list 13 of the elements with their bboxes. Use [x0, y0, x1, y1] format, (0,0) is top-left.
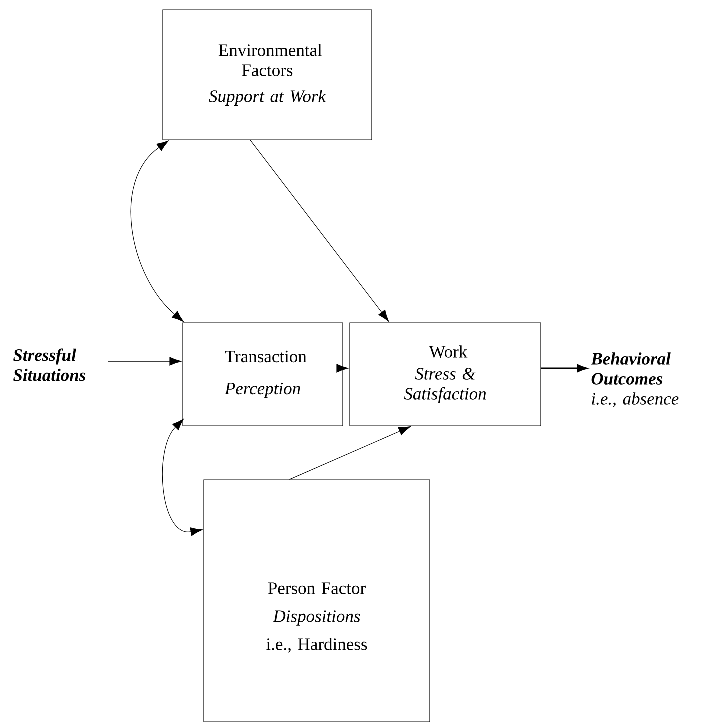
arrow — [541, 364, 588, 373]
text-label: Behavioral Outcomes i.e., absence — [591, 352, 679, 408]
text-label: Stressful Situations — [14, 348, 86, 382]
process-box: Work Stress & Satisfaction — [350, 322, 542, 426]
arrow — [162, 418, 203, 536]
process-box: Environmental Factors Support at Work — [162, 10, 372, 140]
process-box: Person Factor Dispositions i.e., Hardiness — [204, 480, 430, 722]
arrow — [108, 357, 182, 366]
arrow — [336, 364, 349, 373]
process-box: Transaction Perception — [182, 322, 344, 426]
arrow — [250, 140, 390, 322]
arrow — [130, 140, 184, 322]
arrow — [289, 426, 411, 480]
